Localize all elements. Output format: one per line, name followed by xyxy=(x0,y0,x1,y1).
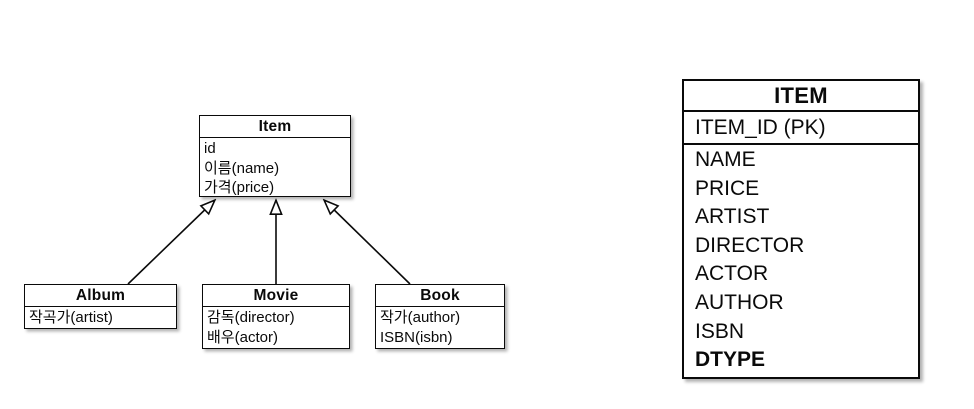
uml-class-item-title: Item xyxy=(200,116,350,138)
uml-class-book: Book 작가(author) ISBN(isbn) xyxy=(375,284,505,349)
er-table-item: ITEM ITEM_ID (PK) NAME PRICE ARTIST DIRE… xyxy=(682,79,920,379)
uml-class-movie-fields: 감독(director) 배우(actor) xyxy=(203,307,349,347)
inheritance-arrow-album-to-item xyxy=(127,200,215,285)
er-column-price: PRICE xyxy=(695,176,760,200)
uml-field-isbn: ISBN(isbn) xyxy=(380,328,453,346)
er-column-name: NAME xyxy=(695,148,756,171)
uml-field-actor: 배우(actor) xyxy=(207,328,278,346)
er-table-pk-row: ITEM_ID (PK) xyxy=(684,112,918,145)
uml-class-album-fields: 작곡가(artist) xyxy=(25,307,176,328)
er-column-artist: ARTIST xyxy=(695,205,770,229)
uml-class-movie-title: Movie xyxy=(203,285,349,307)
uml-class-item-fields: id 이름(name) 가격(price) xyxy=(200,138,350,198)
uml-class-book-fields: 작가(author) ISBN(isbn) xyxy=(376,307,504,347)
er-column-author: AUTHOR xyxy=(695,290,784,314)
uml-class-album-title: Album xyxy=(25,285,176,307)
uml-field-author: 작가(author) xyxy=(380,309,461,326)
uml-field-artist: 작곡가(artist) xyxy=(29,309,113,326)
uml-class-item: Item id 이름(name) 가격(price) xyxy=(199,115,351,197)
er-column-director: DIRECTOR xyxy=(695,233,805,257)
er-table-columns: NAME PRICE ARTIST DIRECTOR ACTOR AUTHOR … xyxy=(684,145,918,375)
uml-field-director: 감독(director) xyxy=(207,309,295,326)
er-column-dtype: DTYPE xyxy=(695,348,766,372)
uml-class-book-title: Book xyxy=(376,285,504,307)
uml-class-movie: Movie 감독(director) 배우(actor) xyxy=(202,284,350,349)
uml-class-album: Album 작곡가(artist) xyxy=(24,284,177,329)
uml-field-price: 가격(price) xyxy=(204,179,275,197)
inheritance-arrow-book-to-item xyxy=(324,200,411,285)
er-column-actor: ACTOR xyxy=(695,262,769,286)
er-column-isbn: ISBN xyxy=(695,319,745,343)
er-table-title: ITEM xyxy=(684,81,918,112)
uml-field-id: id xyxy=(204,140,216,157)
uml-field-name: 이름(name) xyxy=(204,159,280,177)
